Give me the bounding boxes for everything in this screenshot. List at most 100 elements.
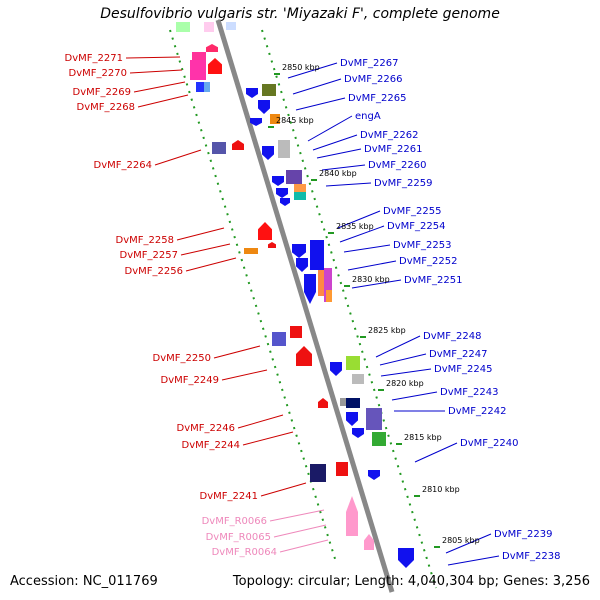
gene-label-left: DvMF_2246 (177, 423, 235, 434)
leader-line (312, 134, 358, 151)
gene-feature-up (296, 346, 312, 366)
gene-label-left: DvMF_2249 (161, 375, 219, 386)
gene-label-left: DvMF_2257 (120, 250, 178, 261)
gene-feature-down (276, 188, 288, 198)
leader-line (337, 210, 381, 229)
scale-label: 2820 kbp (386, 379, 424, 388)
gene-feature (346, 356, 360, 370)
gene-feature (278, 140, 290, 158)
gene-feature-up (346, 496, 358, 536)
gene-feature (290, 326, 302, 338)
gene-feature (286, 170, 302, 184)
leader-line (242, 431, 294, 446)
gene-label-left: DvMF_2258 (116, 235, 174, 246)
ghost-feature (176, 22, 190, 32)
leader-line (273, 524, 327, 538)
gene-feature (244, 248, 258, 254)
leader-line (176, 227, 225, 241)
gene-feature-down (296, 258, 308, 272)
leader-line (375, 335, 421, 358)
leader-line (391, 391, 438, 401)
accession-text: Accession: NC_011769 (10, 574, 158, 589)
label-leaders (125, 56, 500, 566)
gene-label-left: DvMF_2269 (73, 87, 131, 98)
leader-line (445, 533, 492, 554)
gene-label-right: DvMF_2253 (393, 240, 451, 251)
gene-features (190, 44, 414, 568)
leader-line (347, 260, 397, 271)
gene-label-rna: DvMF_R0065 (206, 532, 271, 543)
gene-feature-down (246, 88, 258, 98)
gene-feature (324, 268, 332, 302)
gene-label-right: DvMF_2243 (440, 387, 498, 398)
gene-feature-down (280, 198, 290, 206)
gene-label-left: DvMF_2271 (65, 53, 123, 64)
gene-feature-down (368, 470, 380, 480)
gene-feature-up (232, 140, 244, 150)
gene-label-left: DvMF_2244 (182, 440, 240, 451)
leader-line (325, 182, 372, 187)
scale-ticks (268, 73, 440, 548)
gene-label-left: DvMF_2256 (125, 266, 183, 277)
gene-label-left: DvMF_2268 (77, 102, 135, 113)
gene-label-right: DvMF_2251 (404, 275, 462, 286)
gene-label-rna: DvMF_R0066 (202, 516, 267, 527)
ghost-features (176, 22, 236, 32)
gene-feature-down (292, 244, 306, 258)
leader-line (447, 555, 500, 566)
gene-feature (204, 82, 210, 92)
gene-label-right: DvMF_2259 (374, 178, 432, 189)
leader-line (185, 257, 237, 272)
leader-line (133, 81, 186, 93)
gene-feature-up (318, 398, 328, 408)
gene-feature-down (398, 548, 414, 568)
leader-line (414, 442, 458, 463)
gene-feature-down (346, 412, 358, 426)
gene-feature-up (364, 534, 374, 550)
gene-label-left: DvMF_2270 (69, 68, 127, 79)
scale-label: 2825 kbp (368, 326, 406, 335)
gene-label-right: DvMF_2265 (348, 93, 406, 104)
gene-label-right: DvMF_2261 (364, 144, 422, 155)
leader-line (307, 115, 353, 142)
gene-feature (372, 432, 386, 446)
scale-label: 2850 kbp (282, 63, 320, 72)
genome-backbone (215, 19, 395, 593)
leader-line (269, 509, 325, 522)
gene-label-right: DvMF_2262 (360, 130, 418, 141)
gene-label-right: DvMF_2247 (429, 349, 487, 360)
leader-line (292, 78, 342, 95)
gene-feature-down (330, 362, 342, 376)
gene-label-right: engA (355, 111, 381, 122)
scale-label: 2830 kbp (352, 275, 390, 284)
leader-line (260, 482, 307, 497)
gene-label-right: DvMF_2239 (494, 529, 552, 540)
gene-label-right: DvMF_2238 (502, 551, 560, 562)
ghost-feature (204, 22, 214, 32)
leader-line (343, 244, 391, 253)
gene-feature (196, 82, 204, 92)
gene-feature (336, 462, 348, 476)
gene-feature (352, 374, 364, 384)
gene-feature (294, 184, 306, 192)
gene-label-right: DvMF_2254 (387, 221, 445, 232)
scale-label: 2815 kbp (404, 433, 442, 442)
gene-feature-up (268, 242, 276, 248)
gene-feature (192, 52, 206, 61)
gene-label-rna: DvMF_R0064 (212, 547, 277, 558)
scale-label: 2840 kbp (319, 169, 357, 178)
topology-text: Topology: circular; Length: 4,040,304 bp… (232, 574, 590, 589)
leader-line (316, 148, 362, 159)
gene-label-right: DvMF_2245 (434, 364, 492, 375)
leader-line (154, 149, 202, 166)
gene-feature (270, 114, 280, 124)
leader-line (213, 345, 261, 359)
leader-line (287, 62, 338, 79)
leader-line (137, 94, 189, 108)
leader-line (221, 369, 268, 381)
gene-feature (294, 192, 306, 200)
gene-label-right: DvMF_2260 (368, 160, 426, 171)
gene-label-right: DvMF_2266 (344, 74, 402, 85)
gene-label-right: DvMF_2255 (383, 206, 441, 217)
